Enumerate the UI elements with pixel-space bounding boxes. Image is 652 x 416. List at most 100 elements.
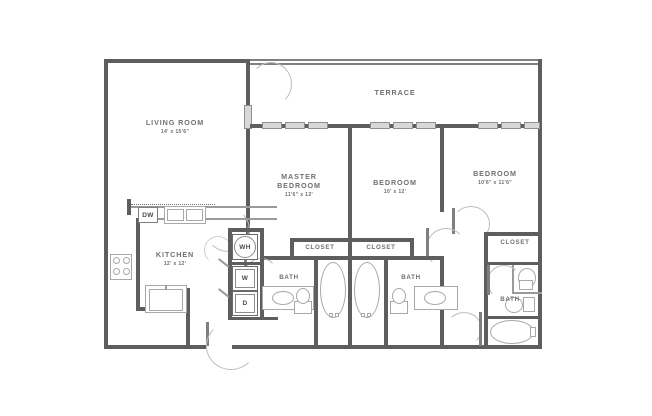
dishwasher-icon: DW xyxy=(138,207,158,223)
room-label-bath-1: BATH xyxy=(268,274,310,282)
bath3-toilet-tank xyxy=(519,280,533,290)
bath2-tub-fixture xyxy=(367,313,371,317)
wall-right-closet-top xyxy=(484,232,542,236)
bedroom-3-dimensions: 10'6" x 11'6" xyxy=(477,179,513,186)
wall-living-right xyxy=(246,59,250,105)
burner-icon xyxy=(123,268,130,275)
wall-bedroom2-right xyxy=(440,128,444,212)
bath2-bathtub xyxy=(354,262,380,318)
bath2-tub-drain xyxy=(361,313,365,317)
wall-kitchen-inner-left xyxy=(136,218,140,310)
door-rightbath-swing-icon xyxy=(487,265,521,299)
room-label-master-bedroom: MASTER BEDROOM 11'6" x 12' xyxy=(262,172,336,198)
closet-3-name: CLOSET xyxy=(500,239,530,246)
bedroom-2-dimensions: 10' x 12' xyxy=(383,188,407,195)
sliding-panel xyxy=(478,122,498,129)
bath1-toilet-bowl xyxy=(296,288,310,304)
bath3-bathtub xyxy=(490,320,534,344)
wall-bath2-left xyxy=(384,256,388,346)
wall-right-closet-bottom xyxy=(484,262,542,265)
dryer-icon: D xyxy=(235,294,255,313)
door-utility-swing-icon xyxy=(204,236,232,264)
wall-bath1-right xyxy=(314,256,318,346)
wall-closet-bottom xyxy=(262,256,442,260)
bath-2-name: BATH xyxy=(401,274,421,281)
terrace-name: TERRACE xyxy=(374,88,416,97)
bath2-toilet-bowl xyxy=(392,288,406,304)
wall-utility-mid xyxy=(228,262,264,265)
bath3-toilet-bowl xyxy=(505,297,523,313)
washer-icon: W xyxy=(235,269,255,288)
room-label-closet-2: CLOSET xyxy=(355,244,407,252)
master-bedroom-name-line1: MASTER xyxy=(281,172,317,181)
wall-exterior-top-left xyxy=(104,59,250,63)
wall-closet-right xyxy=(410,238,414,258)
bath1-bathtub xyxy=(320,262,346,318)
closet-2-name: CLOSET xyxy=(366,244,396,251)
living-room-dimensions: 14' x 15'6" xyxy=(160,128,190,135)
door-entry-leaf xyxy=(206,322,209,346)
door-living-swing-icon xyxy=(250,62,292,106)
bedroom-3-name: BEDROOM xyxy=(473,169,517,178)
bath-3-name: BATH xyxy=(500,296,520,303)
kitchen-name: KITCHEN xyxy=(155,250,195,259)
wall-bath-center xyxy=(348,256,352,346)
kitchen-sink-basin-right xyxy=(186,209,203,221)
sliding-panel xyxy=(262,122,282,129)
master-bedroom-name-line2: BEDROOM xyxy=(277,181,321,190)
wall-terrace-top-outer xyxy=(250,59,542,61)
room-label-bedroom-3: BEDROOM 10'6" x 11'6" xyxy=(452,169,538,186)
sliding-panel xyxy=(524,122,540,129)
wall-living-right-lower xyxy=(246,129,250,249)
door-bedroom3-swing-icon xyxy=(452,206,490,242)
sliding-panel xyxy=(308,122,328,129)
wall-closet-top xyxy=(290,238,414,242)
bath3-toilet-seat xyxy=(523,297,535,312)
room-label-terrace: TERRACE xyxy=(355,88,435,97)
burner-icon xyxy=(113,257,120,264)
room-label-closet-3: CLOSET xyxy=(490,239,540,247)
bedroom-2-name: BEDROOM xyxy=(373,178,417,187)
door-hall-swing-icon xyxy=(426,228,466,268)
bath2-sink xyxy=(424,291,446,305)
room-label-bath-2: BATH xyxy=(390,274,432,282)
bath1-tub-drain xyxy=(329,313,333,317)
closet-1-name: CLOSET xyxy=(305,244,335,251)
wall-terrace-top-inner xyxy=(250,63,542,65)
wall-closet-divider xyxy=(348,238,352,258)
door-living-jamb xyxy=(244,105,252,129)
burner-icon xyxy=(123,257,130,264)
room-label-kitchen: KITCHEN 12' x 12' xyxy=(140,250,210,267)
sliding-panel xyxy=(416,122,436,129)
bath3-tub-fixture xyxy=(530,327,536,337)
burner-icon xyxy=(113,268,120,275)
sliding-panel xyxy=(285,122,305,129)
living-room-name: LIVING ROOM xyxy=(145,118,205,127)
wall-master-bedroom-right xyxy=(348,128,352,238)
wall-utility-bottom xyxy=(228,317,278,320)
wall-right-closet-left xyxy=(484,232,488,266)
wall-exterior-bottom-left xyxy=(104,345,186,349)
master-bedroom-dimensions: 11'6" x 12' xyxy=(284,191,314,198)
sliding-panel xyxy=(501,122,521,129)
room-label-living-room: LIVING ROOM 14' x 15'6" xyxy=(135,118,215,135)
room-label-closet-1: CLOSET xyxy=(294,244,346,252)
kitchen-sink-basin-left xyxy=(167,209,184,221)
door-rightcorridor-swing-icon xyxy=(446,312,482,346)
wall-exterior-bottom-right xyxy=(232,345,542,349)
sliding-panel xyxy=(370,122,390,129)
cabinet-run-top xyxy=(139,218,277,220)
water-heater-icon: WH xyxy=(234,236,256,258)
kitchen-dimensions: 12' x 12' xyxy=(163,260,187,267)
wall-kitchen-top xyxy=(127,199,131,215)
wall-right-vanity-bottom xyxy=(512,292,542,294)
kitchen-island-seam xyxy=(165,285,167,290)
door-rightcorridor-leaf xyxy=(479,312,482,346)
wall-utility-right xyxy=(260,228,264,320)
wall-exterior-right xyxy=(538,59,542,349)
door-entry-swing-icon xyxy=(206,322,256,370)
wall-exterior-left xyxy=(104,59,108,349)
door-rightbath-leaf xyxy=(487,265,490,295)
kitchen-island-inner xyxy=(149,289,183,311)
